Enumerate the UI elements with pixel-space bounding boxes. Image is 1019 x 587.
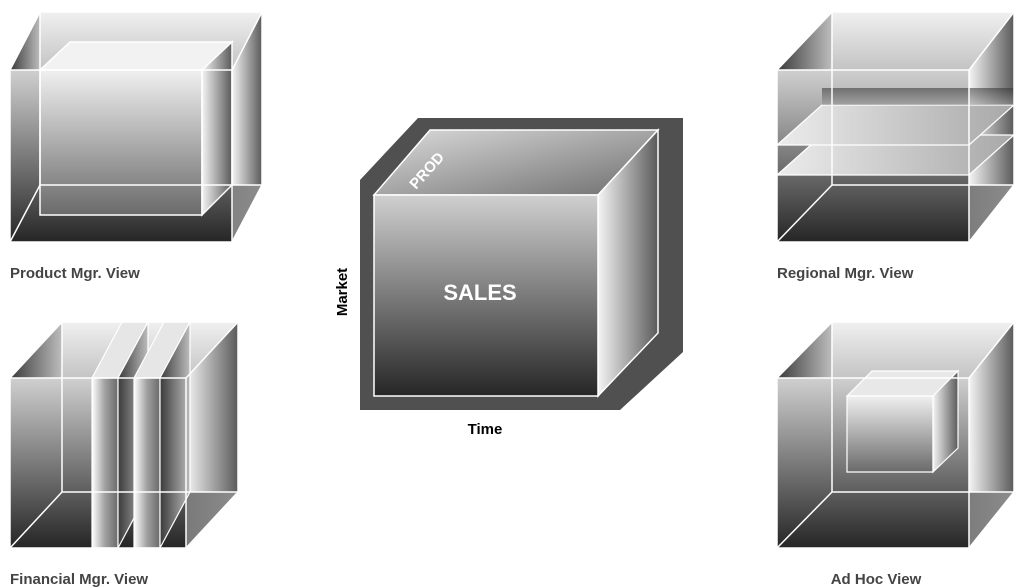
regional-plane-1 xyxy=(775,88,1016,146)
sales-label: SALES xyxy=(443,280,516,305)
sales-cube: SALES PROD xyxy=(360,118,683,410)
regional-mgr-view-label: Regional Mgr. View xyxy=(777,265,914,282)
product-mgr-cube xyxy=(9,11,263,243)
market-axis-label: Market xyxy=(334,268,351,316)
adhoc-subcube xyxy=(845,369,960,474)
financial-mgr-view-label: Financial Mgr. View xyxy=(10,571,148,587)
sales-cube-front xyxy=(373,194,599,397)
financial-mgr-cube xyxy=(9,321,239,549)
product-slice xyxy=(38,40,234,217)
regional-mgr-cube xyxy=(775,11,1016,243)
time-axis-label: Time xyxy=(468,421,503,438)
adhoc-view-label: Ad Hoc View xyxy=(831,571,922,587)
product-mgr-view-label: Product Mgr. View xyxy=(10,265,140,282)
adhoc-cube xyxy=(776,321,1015,549)
